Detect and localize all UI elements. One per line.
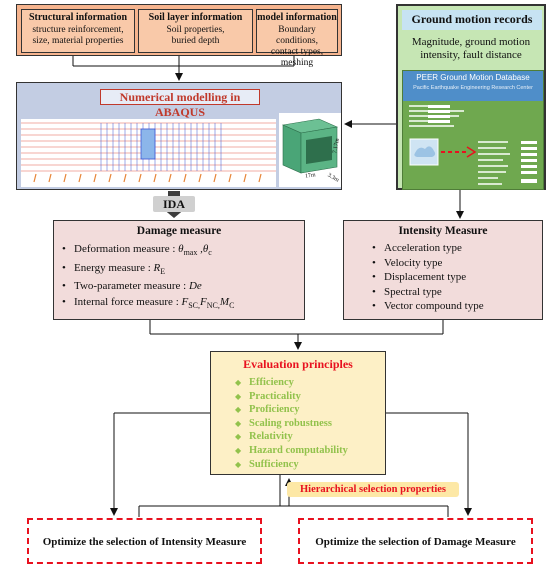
model-inputs-group: Structural information structure reinfor… (16, 4, 342, 68)
optimize-intensity-measure-box: Optimize the selection of Intensity Meas… (27, 518, 262, 564)
damage-measure-item: Deformation measure : θmax ,θc (62, 242, 234, 261)
soil-layer-information-title: Soil layer information (148, 12, 243, 23)
damage-measure-item: Two-parameter measure : De (62, 279, 234, 295)
diamond-bullet-icon: ◆ (235, 432, 242, 442)
structural-information-line-1: structure reinforcement, (32, 25, 124, 35)
optimize-damage-measure-box: Optimize the selection of Damage Measure (298, 518, 533, 564)
structural-information-title: Structural information (28, 12, 128, 23)
mesh-svg (21, 122, 276, 183)
peer-database-screenshot: PEER Ground Motion Database Pacific Eart… (402, 70, 544, 190)
diamond-bullet-icon: ◆ (235, 418, 242, 428)
tunnel-svg (281, 118, 339, 174)
damage-measure-box: Damage measure Deformation measure : θma… (53, 220, 305, 320)
damage-measure-title: Damage measure (136, 225, 222, 237)
tunnel-3d-model-graphic: 17m 7.17m 3.3m (279, 113, 341, 187)
diamond-bullet-icon: ◆ (235, 445, 242, 455)
intensity-measure-title: Intensity Measure (398, 225, 488, 237)
evaluation-principles-title: Evaluation principles (243, 357, 353, 371)
ground-motion-description: Magnitude, ground motion intensity, faul… (398, 36, 544, 62)
damage-measure-item: Energy measure : RE (62, 261, 234, 280)
diamond-bullet-icon: ◆ (235, 405, 242, 415)
evaluation-principle-item: ◆Efficiency (235, 377, 294, 388)
evaluation-principle-item: ◆Sufficiency (235, 458, 299, 470)
structural-information-line-2: size, material properties (32, 36, 124, 46)
intensity-measure-item: Acceleration type (372, 241, 484, 256)
diamond-bullet-icon: ◆ (235, 378, 242, 387)
model-information-line-1: Boundary conditions, (276, 25, 318, 46)
evaluation-principles-box: Evaluation principles ◆Efficiency ◆Pract… (210, 351, 386, 475)
intensity-measure-item: Velocity type (372, 256, 484, 271)
hierarchical-selection-label: Hierarchical selection properties (287, 482, 459, 497)
structural-information-box: Structural information structure reinfor… (21, 9, 135, 53)
soil-layer-information-line-1: Soil properties, (166, 25, 225, 35)
model-information-title: model information (257, 12, 337, 23)
model-information-line-2: contact types, meshing (270, 47, 324, 68)
damage-measure-item: Internal force measure : FSC,FNC,MC (62, 295, 234, 314)
evaluation-principle-item: ◆Proficiency (235, 404, 300, 416)
numerical-modelling-box: Numerical modelling in ABAQUS (16, 82, 342, 190)
intensity-measure-box: Intensity Measure Acceleration type Velo… (343, 220, 543, 320)
ida-label: IDA (153, 196, 195, 212)
diamond-bullet-icon: ◆ (235, 459, 242, 469)
evaluation-principle-item: ◆Hazard computability (235, 444, 348, 456)
numerical-modelling-title: Numerical modelling in ABAQUS (100, 89, 260, 119)
ground-motion-description-line-1: Magnitude, ground motion (411, 36, 531, 48)
intensity-measure-item: Displacement type (372, 270, 484, 285)
peer-subtitle: Pacific Earthquake Engineering Research … (413, 85, 533, 91)
peer-form-graphic (409, 105, 537, 185)
evaluation-principle-item: ◆Practicality (235, 390, 301, 402)
damage-measure-list: Deformation measure : θmax ,θc Energy me… (62, 242, 234, 314)
evaluation-principles-list: ◆Efficiency ◆Practicality ◆Proficiency ◆… (235, 376, 348, 471)
peer-header-band: PEER Ground Motion Database Pacific Eart… (403, 71, 543, 101)
intensity-measure-list: Acceleration type Velocity type Displace… (372, 241, 484, 314)
diamond-bullet-icon: ◆ (235, 391, 242, 401)
ground-motion-records-box: Ground motion records Magnitude, ground … (396, 4, 546, 190)
finite-element-mesh-graphic (21, 119, 276, 187)
peer-title: PEER Ground Motion Database (416, 73, 530, 82)
ground-motion-description-line-2: intensity, fault distance (420, 49, 522, 61)
soil-layer-information-line-2: buried depth (171, 36, 220, 46)
model-information-box: model information Boundary conditions, c… (256, 9, 338, 68)
ground-motion-title: Ground motion records (411, 12, 533, 26)
intensity-measure-item: Vector compound type (372, 299, 484, 314)
intensity-measure-item: Spectral type (372, 285, 484, 300)
soil-layer-information-box: Soil layer information Soil properties, … (138, 9, 253, 53)
evaluation-principle-item: ◆Scaling robustness (235, 417, 332, 429)
evaluation-principle-item: ◆Relativity (235, 431, 293, 443)
ground-motion-title-band: Ground motion records (402, 10, 542, 30)
